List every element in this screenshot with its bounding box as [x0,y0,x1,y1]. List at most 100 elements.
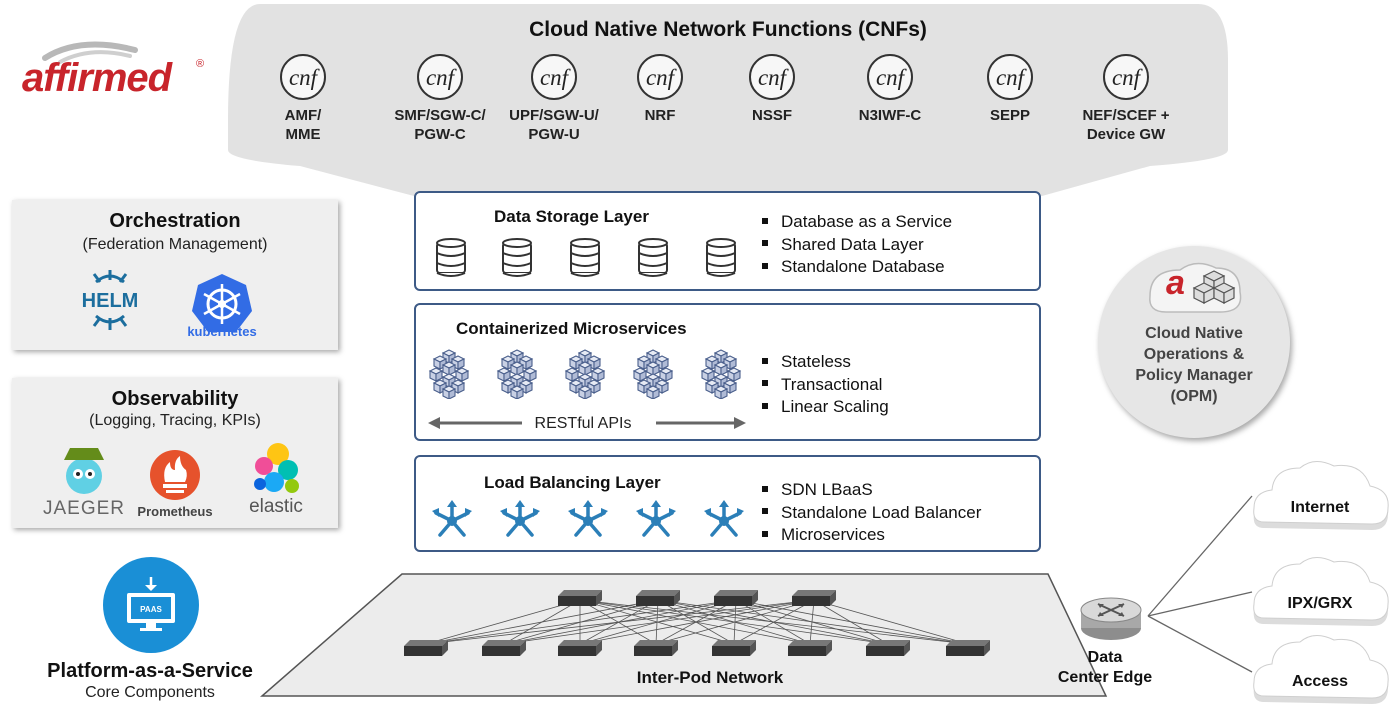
storage-bullets: Database as a Service Shared Data Layer … [762,211,952,279]
restful-arrow-icon [428,417,746,429]
cnf-icon: cnf [531,54,577,100]
kubernetes-label: kubernetes [187,324,257,339]
kubernetes-icon [192,274,252,332]
router-icon [1080,597,1142,640]
cnf-icon: cnf [1103,54,1149,100]
prometheus-icon [150,450,200,500]
network-switch-icon [788,640,832,656]
network-switch-icon [404,640,448,656]
cnf-label: AMF/ MME [284,107,322,143]
helm-icon: HELM [82,270,139,330]
cloud-label: Access [1291,673,1349,690]
opm-logo-icon: a [1149,262,1242,313]
cnf-label: NEF/SCEF + Device GW [1082,107,1170,143]
cloud-label: Internet [1290,499,1350,516]
network-switch-icon [636,590,680,606]
load-balancer-icon [432,500,472,537]
containerized-microservices-layer: Containerized Microservices RESTful APIs… [414,303,1041,441]
cnf-label: N3IWF-C [858,107,922,124]
cnf-icon: cnf [987,54,1033,100]
network-switch-icon [714,590,758,606]
paas-badge-text: PAAS [140,605,162,614]
elastic-icon [254,443,299,493]
cnf-label: NRF [644,107,676,124]
cnf-icon: cnf [417,54,463,100]
helm-label: HELM [82,290,139,312]
cnf-icon: cnf [867,54,913,100]
database-icon [502,238,532,277]
microservice-cube-icon [428,349,470,399]
paas-title: Platform-as-a-Service [47,660,253,682]
paas-subtitle: Core Components [85,684,215,701]
opm-label: Cloud Native Operations & Policy Manager… [1135,325,1253,405]
affirmed-logo-swoosh [42,41,138,64]
svg-text:a: a [1166,264,1185,302]
restful-apis-label: RESTful APIs [534,415,632,432]
database-icon [706,238,736,277]
data-center-edge-label: Data Center Edge [1057,649,1153,686]
inter-pod-network-label: Inter-Pod Network [636,668,784,687]
cloud-label: IPX/GRX [1287,595,1353,612]
network-switch-icon [946,640,990,656]
database-icon [436,238,466,277]
lb-bullets: SDN LBaaS Standalone Load Balancer Micro… [762,479,981,547]
cnf-label: SEPP [989,107,1031,124]
lb-bullet: Standalone Load Balancer [762,502,981,525]
network-switch-icon [792,590,836,606]
network-switch-icon [866,640,910,656]
cnf-label: NSSF [751,107,792,124]
cnf-funnel-shape [228,4,1228,196]
network-switch-icon [634,640,678,656]
cnf-label: SMF/SGW-C/ PGW-C [394,107,486,143]
network-switch-icon [482,640,526,656]
micro-layer-title: Containerized Microservices [456,319,687,338]
database-icon [638,238,668,277]
cnf-icon: cnf [637,54,683,100]
orchestration-subtitle: (Federation Management) [82,236,268,253]
micro-bullets: Stateless Transactional Linear Scaling [762,351,889,419]
load-balancer-icon [568,500,608,537]
storage-bullet: Standalone Database [762,256,952,279]
cnf-label: UPF/SGW-U/ PGW-U [509,107,599,143]
lb-bullet: SDN LBaaS [762,479,981,502]
load-balancer-icon [500,500,540,537]
cloud-icon [1253,557,1389,626]
affirmed-logo-text: affirmed [22,56,172,100]
orchestration-panel: Orchestration (Federation Management) HE… [12,200,338,350]
jaeger-icon [64,448,104,494]
load-balancer-icon [636,500,676,537]
microservice-cube-icon [496,349,538,399]
lb-bullet: Microservices [762,524,981,547]
network-switch-icon [558,590,602,606]
database-icon [570,238,600,277]
cloud-icon [1253,635,1389,704]
micro-bullet: Linear Scaling [762,396,889,419]
microservice-cube-icon [632,349,674,399]
load-balancing-layer: Load Balancing Layer SDN LBaaS Standalon… [414,455,1041,552]
cnf-icon: cnf [280,54,326,100]
microservice-cube-icon [564,349,606,399]
paas-monitor-icon: PAAS [127,577,175,631]
inter-pod-network [259,573,1108,697]
prometheus-label: Prometheus [137,504,213,519]
network-switch-icon [558,640,602,656]
storage-layer-title: Data Storage Layer [494,207,649,226]
registered-mark: ® [196,58,205,70]
observability-title: Observability [111,388,239,410]
lb-layer-title: Load Balancing Layer [484,473,661,492]
storage-bullet: Shared Data Layer [762,234,952,257]
load-balancer-icon [704,500,744,537]
network-switch-icon [712,640,756,656]
micro-bullet: Stateless [762,351,889,374]
cnf-banner-title: Cloud Native Network Functions (CNFs) [529,18,927,41]
jaeger-label: JAEGER [42,498,126,519]
orchestration-title: Orchestration [109,210,241,232]
